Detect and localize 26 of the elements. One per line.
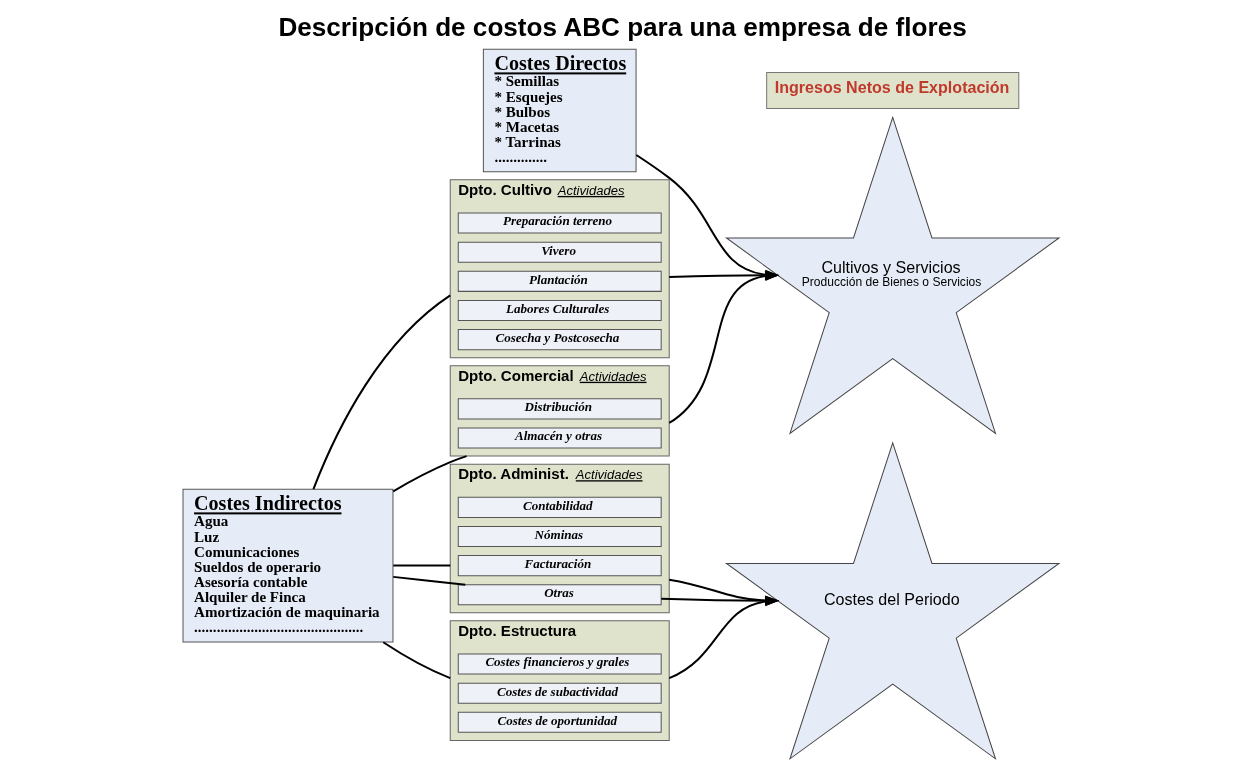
arrow	[669, 578, 780, 606]
connector	[382, 641, 451, 680]
node-box: Plantación	[457, 270, 662, 292]
connector	[392, 455, 467, 493]
node-box: Costes Directos * Semillas * Esquejes * Bulbos * Macetas * Tarrinas ..............	[482, 48, 637, 173]
node-box: Costes Indirectos Agua Luz Comunicaciones Sueldos de operario Asesoría contable Alquiler de Finca Amortización de maquinaria .............................................	[182, 488, 394, 643]
node-box: Ingresos Netos de Explotación	[766, 71, 1020, 110]
arrow	[668, 596, 780, 680]
node-box: Costes de oportunidad	[457, 711, 662, 733]
node-box: Nóminas	[457, 525, 662, 548]
node-box: Costes de subactividad	[457, 682, 662, 704]
connector	[393, 564, 451, 567]
node-box: Otras	[457, 584, 662, 606]
node-box: Costes financieros y grales	[457, 653, 662, 675]
node-box: Cosecha y Postcosecha	[457, 329, 662, 351]
node-box: Contabilidad	[457, 496, 662, 518]
connector	[393, 575, 466, 586]
node-box: Distribución	[457, 398, 662, 420]
node-box: Labores Culturales	[457, 299, 662, 321]
connector	[312, 294, 451, 490]
node-box: Facturación	[457, 555, 662, 577]
node-box: Almacén y otras	[457, 427, 662, 449]
diagram-title: Descripción de costos ABC para una empresa de flores	[278, 12, 967, 43]
node-box: Preparación terreno	[457, 212, 662, 234]
arrow	[661, 595, 780, 606]
node-box: Vivero	[457, 241, 662, 263]
